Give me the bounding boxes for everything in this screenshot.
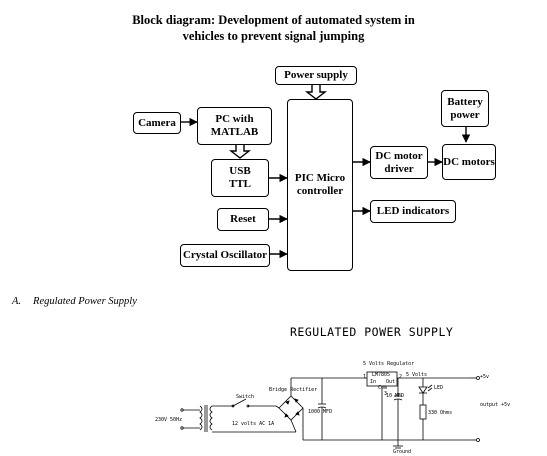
cap1-label: 1000 MFD bbox=[308, 409, 333, 415]
dc-motor-driver-block: DC motor driver bbox=[370, 146, 428, 179]
battery-power-block: Battery power bbox=[441, 90, 489, 127]
led-indicators-block: LED indicators bbox=[370, 200, 456, 223]
section-heading: A. Regulated Power Supply bbox=[12, 296, 137, 307]
usb-label-1: USB bbox=[229, 165, 251, 177]
regulator-label: 5 Volts Regulator bbox=[363, 361, 415, 367]
volts-label: 5 Volts bbox=[406, 372, 428, 378]
camera-label: Camera bbox=[138, 116, 176, 129]
resistor-label: 330 Ohms bbox=[428, 410, 453, 416]
dc-driver-label-1: DC motor bbox=[375, 149, 423, 162]
switch-label: Switch bbox=[236, 394, 255, 400]
regulator-pin1: 1 bbox=[363, 374, 367, 380]
regulator-pin2: 2 bbox=[399, 374, 403, 380]
pic-label-2: controller bbox=[296, 185, 344, 197]
usb-ttl-block: USB TTL bbox=[211, 159, 269, 197]
crystal-oscillator-block: Crystal Oscillator bbox=[180, 244, 270, 267]
camera-block: Camera bbox=[133, 112, 181, 134]
bridge-label: Bridge Rectifier bbox=[269, 387, 318, 393]
pic-microcontroller-block: PIC Micro controller bbox=[287, 99, 353, 271]
power-supply-schematic bbox=[180, 371, 480, 449]
pc-to-usb-arrow bbox=[228, 145, 252, 159]
pc-matlab-label-1: PC with bbox=[215, 113, 254, 125]
section-number: A. bbox=[12, 296, 22, 307]
secondary-label: 12 volts AC 1A bbox=[232, 421, 275, 427]
led-label: LED indicators bbox=[376, 205, 450, 217]
cap2-label: 10 MFD bbox=[386, 393, 405, 399]
ground-label: Ground bbox=[393, 449, 412, 455]
led-schematic-label: LED bbox=[434, 385, 444, 391]
regulator-com: Com bbox=[378, 385, 388, 391]
mains-label: 230V 50Hz bbox=[155, 417, 183, 423]
dc-motors-label: DC motors bbox=[443, 155, 495, 168]
crystal-label: Crystal Oscillator bbox=[182, 249, 267, 261]
battery-label-1: Battery bbox=[447, 95, 483, 108]
usb-label-2: TTL bbox=[228, 178, 251, 190]
power-supply-block: Power supply bbox=[275, 66, 357, 85]
pc-matlab-label-2: MATLAB bbox=[210, 126, 259, 138]
pic-label-1: PIC Micro bbox=[294, 172, 346, 184]
circuit-title: REGULATED POWER SUPPLY bbox=[290, 325, 454, 339]
reset-block: Reset bbox=[217, 208, 269, 231]
diagram-title-line2: vehicles to prevent signal jumping bbox=[182, 29, 365, 43]
dc-motors-block: DC motors bbox=[442, 144, 496, 180]
regulator-pin3: 3 bbox=[384, 391, 388, 397]
regulator-part: LM7805 bbox=[372, 372, 391, 378]
plus5-label: +5v bbox=[480, 374, 490, 380]
battery-label-2: power bbox=[450, 108, 480, 121]
power-supply-label: Power supply bbox=[284, 69, 348, 81]
regulator-out: Out bbox=[386, 379, 396, 385]
section-title: Regulated Power Supply bbox=[33, 296, 137, 307]
output-label: output +5v bbox=[480, 402, 511, 408]
reset-label: Reset bbox=[230, 213, 256, 225]
regulator-in: In bbox=[370, 379, 377, 385]
dc-driver-label-2: driver bbox=[384, 162, 414, 175]
power-arrow bbox=[304, 85, 328, 100]
diagram-title-line1: Block diagram: Development of automated … bbox=[132, 13, 415, 27]
pc-matlab-block: PC with MATLAB bbox=[197, 107, 272, 145]
